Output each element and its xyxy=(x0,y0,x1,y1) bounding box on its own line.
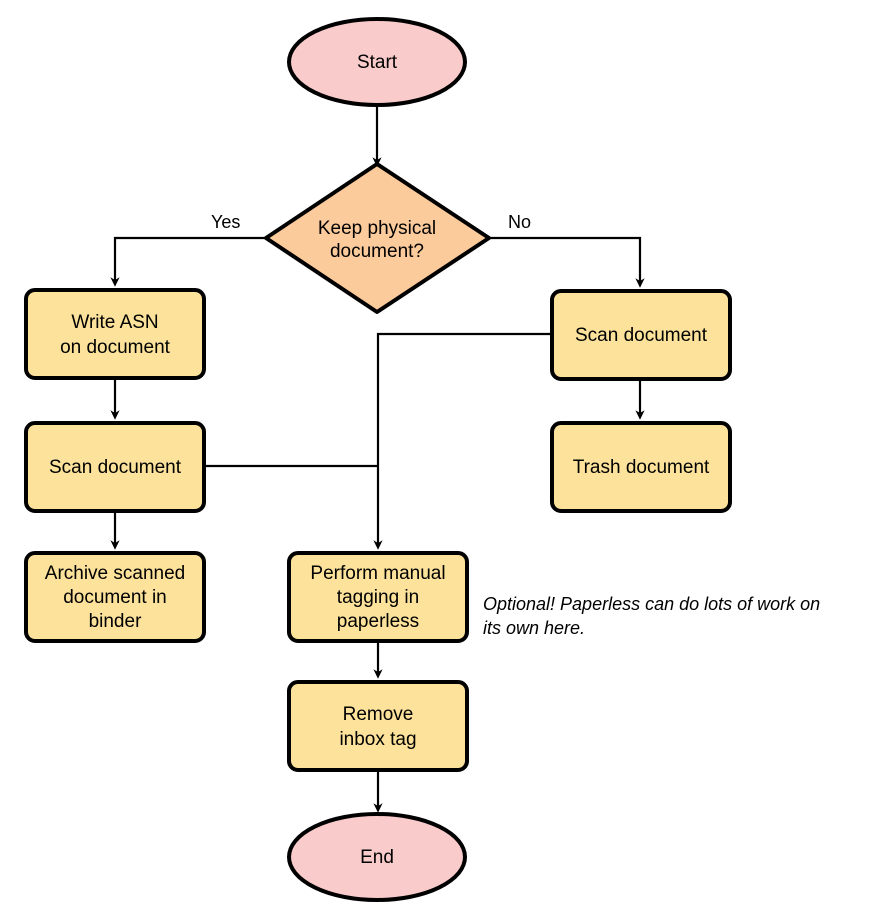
tagging-label-line2: tagging in xyxy=(337,587,419,608)
scan-document-right-box xyxy=(550,289,732,381)
tagging-box xyxy=(287,551,469,643)
remove-inbox-tag-box xyxy=(287,680,469,772)
archive-label-line3: binder xyxy=(89,611,142,632)
node-archive-scanned-document[interactable]: Archive scanned document in binder xyxy=(24,551,206,643)
edge-label-yes: Yes xyxy=(211,212,240,232)
node-trash-document[interactable]: Trash document xyxy=(550,421,732,513)
node-decision-keep-physical-document[interactable]: Keep physical document? xyxy=(264,162,491,314)
archive-label-line1: Archive scanned xyxy=(45,563,185,584)
node-scan-document-left[interactable]: Scan document xyxy=(24,421,206,513)
edge-label-no: No xyxy=(508,212,531,232)
decision-diamond xyxy=(264,162,491,314)
decision-label-line2: document? xyxy=(330,241,424,262)
end-ellipse xyxy=(287,812,467,902)
edges-layer xyxy=(110,103,645,813)
node-start[interactable]: Start xyxy=(287,17,467,107)
edge-scan-right-to-tagging xyxy=(373,332,552,550)
start-ellipse xyxy=(287,17,467,107)
trash-document-box xyxy=(550,421,732,513)
write-asn-label-line1: Write ASN xyxy=(71,312,158,333)
write-asn-box xyxy=(24,288,206,380)
annotation-line1: Optional! Paperless can do lots of work … xyxy=(483,594,820,614)
edge-decision-yes-to-write-asn xyxy=(110,236,266,287)
archive-box xyxy=(24,551,206,643)
start-label: Start xyxy=(357,52,398,73)
scan-document-left-label: Scan document xyxy=(49,457,182,478)
scan-document-left-box xyxy=(24,421,206,513)
tagging-label-line1: Perform manual xyxy=(310,563,445,584)
decision-label-line1: Keep physical xyxy=(318,218,436,239)
scan-document-right-label: Scan document xyxy=(575,325,708,346)
remove-inbox-tag-label-line2: inbox tag xyxy=(339,729,416,750)
archive-label-line2: document in xyxy=(63,587,167,608)
write-asn-label-line2: on document xyxy=(60,337,171,358)
end-label: End xyxy=(360,847,394,868)
node-end[interactable]: End xyxy=(287,812,467,902)
node-perform-manual-tagging[interactable]: Perform manual tagging in paperless xyxy=(287,551,469,643)
annotation-line2: its own here. xyxy=(483,618,585,638)
trash-document-label: Trash document xyxy=(573,457,710,478)
edge-decision-no-to-scan-right xyxy=(489,236,645,288)
tagging-label-line3: paperless xyxy=(337,611,419,632)
remove-inbox-tag-label-line1: Remove xyxy=(343,704,414,725)
node-remove-inbox-tag[interactable]: Remove inbox tag xyxy=(287,680,469,772)
node-write-asn-on-document[interactable]: Write ASN on document xyxy=(24,288,206,380)
node-scan-document-right[interactable]: Scan document xyxy=(550,289,732,381)
annotation-optional-note: Optional! Paperless can do lots of work … xyxy=(483,594,820,638)
